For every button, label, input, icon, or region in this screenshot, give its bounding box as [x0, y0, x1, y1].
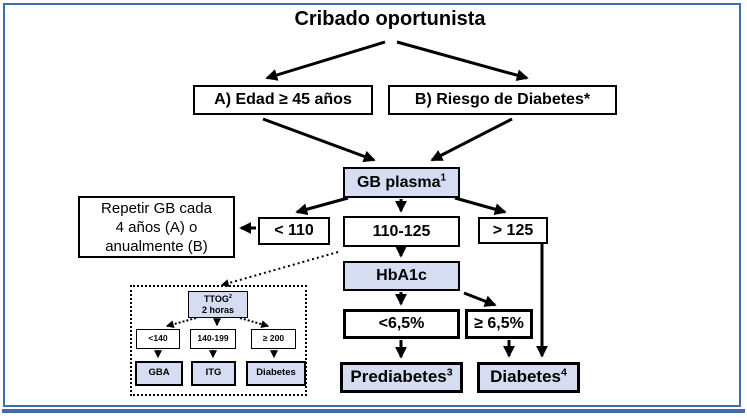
ttog-hours: 2 horas [201, 304, 234, 315]
repetir-line1: Repetir GB cada [101, 199, 212, 217]
node-diabetes-ttog: Diabetes [246, 361, 306, 386]
slide-frame [3, 3, 741, 407]
diabetes-label: Diabetes [490, 367, 561, 387]
diabetes-footnote: 4 [561, 366, 567, 379]
gb-plasma-footnote: 1 [440, 172, 447, 184]
node-110-125: 110-125 [343, 216, 460, 247]
node-diabetes: Diabetes4 [477, 362, 580, 393]
node-lt-6-5: <6,5% [343, 309, 460, 339]
node-lt-110: < 110 [258, 217, 330, 245]
node-prediabetes: Prediabetes3 [340, 362, 463, 393]
node-edad-45: A) Edad ≥ 45 años [193, 85, 373, 115]
ttog-subchart-container [130, 285, 307, 396]
repetir-line2: 4 años (A) o [115, 218, 198, 236]
node-ge-6-5: ≥ 6,5% [465, 309, 533, 339]
node-hba1c: HbA1c [343, 261, 460, 291]
node-ge-200: ≥ 200 [251, 329, 296, 349]
ttog-label: TTOG [204, 293, 229, 304]
prediabetes-footnote: 3 [446, 366, 453, 379]
slide-bottom-rule [2, 409, 745, 413]
node-riesgo-diabetes: B) Riesgo de Diabetes* [388, 85, 617, 115]
gb-plasma-label: GB plasma [356, 173, 441, 191]
node-repetir-gb: Repetir GB cada 4 años (A) o anualmente … [78, 196, 235, 258]
node-lt-140: <140 [136, 329, 180, 349]
diagram-title: Cribado oportunista [294, 8, 486, 30]
node-ttog: TTOG2 2 horas [188, 291, 248, 318]
node-gt-125: > 125 [478, 217, 548, 244]
node-itg: ITG [191, 361, 236, 386]
node-140-199: 140-199 [190, 329, 236, 349]
ttog-footnote: 2 [228, 293, 232, 300]
node-gb-plasma: GB plasma1 [343, 167, 460, 198]
prediabetes-label: Prediabetes [350, 367, 447, 387]
repetir-line3: anualmente (B) [105, 237, 208, 255]
node-gba: GBA [135, 361, 183, 386]
